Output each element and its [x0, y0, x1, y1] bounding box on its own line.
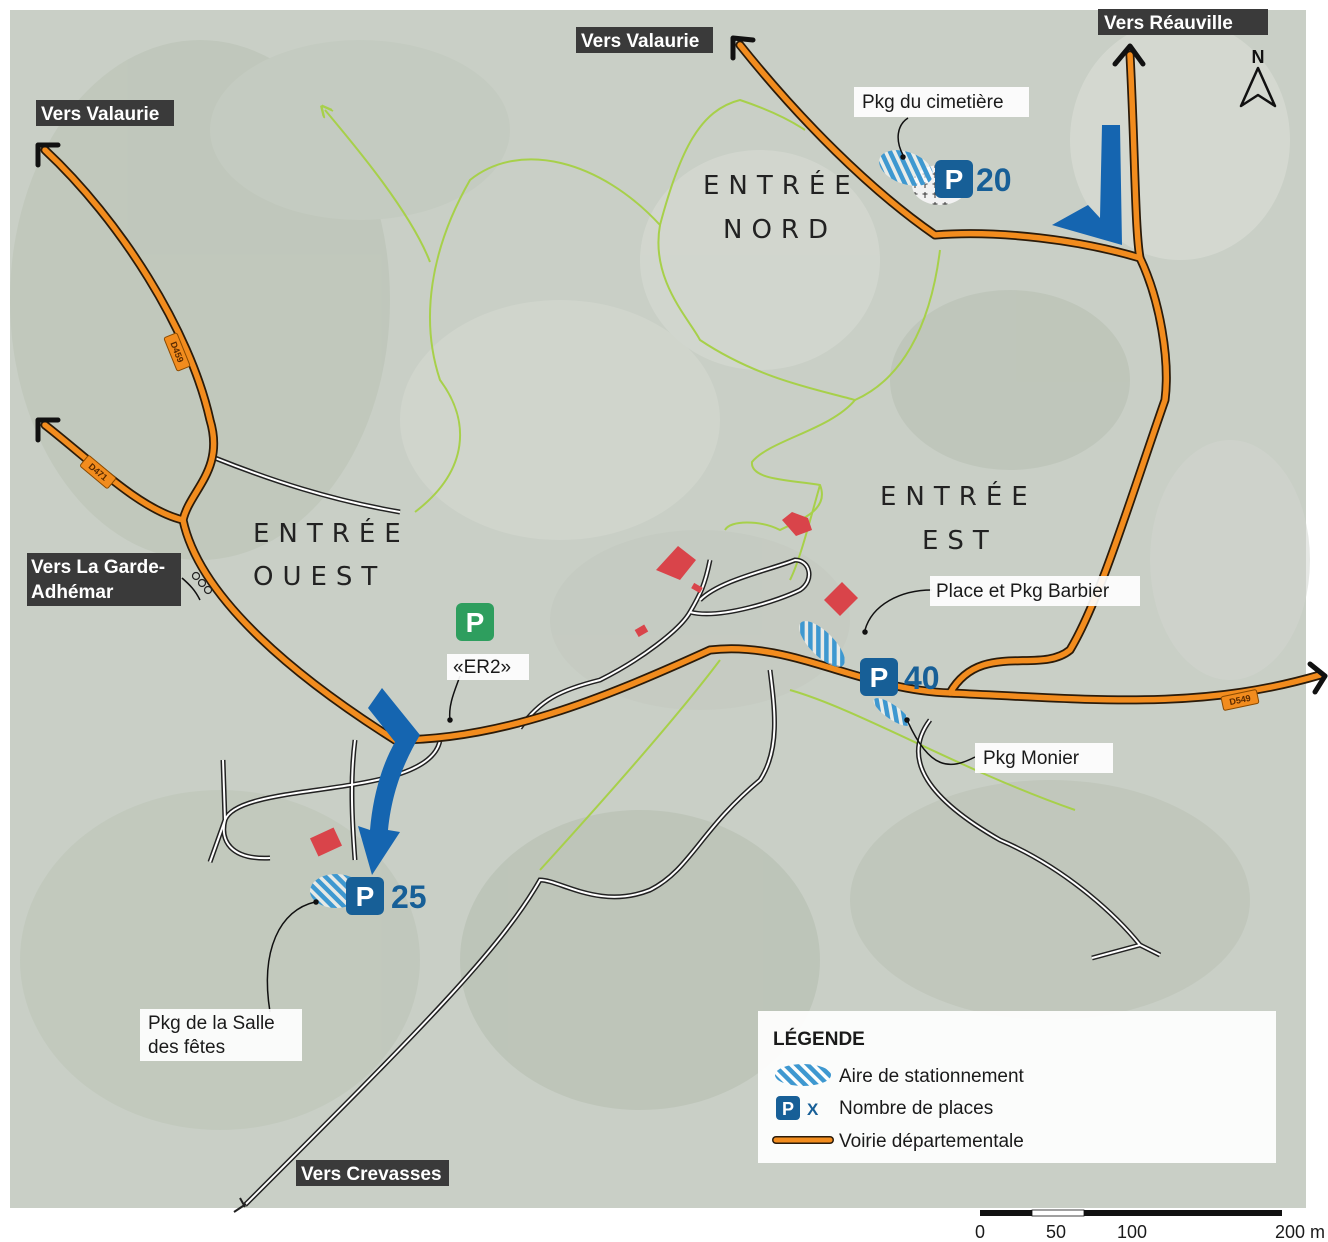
parking-letter: P [870, 662, 889, 693]
zone-est-line2: EST [922, 526, 998, 556]
parking-badges: P 20 P 40 P 25 P [346, 160, 1012, 915]
callout-lines [181, 117, 976, 1013]
scale-tick-100: 100 [1117, 1222, 1147, 1242]
walking-trails [325, 98, 1076, 871]
access-arrows [358, 125, 1122, 875]
parking-badge-salle: P 25 [346, 877, 427, 915]
legend-item-label: Voirie départementale [839, 1131, 1024, 1152]
parking-count-salle: 25 [391, 879, 427, 915]
parking-area-cimetiere [879, 150, 933, 186]
zone-ouest-line1: ENTRÉE [253, 517, 410, 549]
parking-count-icon [776, 1096, 800, 1120]
road-code-d549: D549 [1228, 693, 1251, 707]
hatched-area-icon [775, 1064, 831, 1086]
parking-count-cimetiere: 20 [976, 162, 1012, 198]
label-pkg-salle-line1: Pkg de la Salle [148, 1013, 275, 1034]
parking-letter: P [356, 881, 375, 912]
zone-nord-line1: ENTRÉE [703, 169, 860, 201]
label-vers-la-garde-line1: Vers La Garde- [31, 557, 165, 578]
parking-icon [935, 160, 973, 198]
arrow-west-entry-icon [358, 688, 420, 875]
parking-callouts: Pkg du cimetière Place et Pkg Barbier Pk… [140, 87, 1140, 1061]
parking-badge-barbier: P 40 [860, 658, 940, 696]
parking-count-barbier: 40 [904, 660, 940, 696]
label-vers-valaurie-west: Vers Valaurie [41, 104, 159, 125]
label-pkg-salle-line2: des fêtes [148, 1037, 225, 1058]
arrow-north-entry-icon [1052, 125, 1122, 245]
road-exit-arrows [35, 35, 1328, 695]
north-arrow-icon: N [1239, 47, 1277, 108]
legend: LÉGENDE Aire de stationnement P X Nombre… [758, 1011, 1276, 1163]
buildings [309, 512, 858, 857]
label-vers-valaurie-north: Vers Valaurie [581, 31, 699, 52]
la-garde-circles-icon [191, 571, 213, 595]
scale-bar: 0 50 100 200 m [975, 1209, 1325, 1242]
label-pkg-cimetiere: Pkg du cimetière [862, 92, 1004, 113]
parking-badge-er2: P [456, 603, 494, 641]
legend-p-symbol: P [782, 1099, 794, 1119]
arrow-vers-valaurie-lower-icon [35, 417, 61, 443]
scale-tick-50: 50 [1046, 1222, 1066, 1242]
arrow-vers-reauville-icon [1112, 43, 1146, 67]
parking-letter: P [466, 607, 485, 638]
parking-icon [860, 658, 898, 696]
label-pkg-barbier: Place et Pkg Barbier [936, 581, 1110, 602]
parking-er2-icon [456, 603, 494, 641]
scale-tick-0: 0 [975, 1222, 985, 1242]
label-vers-reauville: Vers Réauville [1104, 13, 1233, 34]
legend-title: LÉGENDE [773, 1028, 865, 1050]
label-pkg-monier: Pkg Monier [983, 748, 1080, 769]
arrow-vers-valaurie-west-icon [35, 142, 61, 168]
direction-labels: Vers Valaurie Vers Valaurie Vers Réauvil… [27, 9, 1268, 1186]
arrow-vers-valaurie-north-icon [730, 35, 756, 61]
label-er2: «ER2» [453, 657, 511, 678]
zone-est-line1: ENTRÉE [880, 480, 1037, 512]
zone-labels: ENTRÉE NORD ENTRÉE OUEST ENTRÉE EST [253, 169, 1037, 592]
legend-item-label: Nombre de places [839, 1098, 993, 1119]
label-vers-crevasses: Vers Crevasses [301, 1164, 442, 1185]
north-letter: N [1252, 47, 1265, 67]
legend-x-suffix: X [807, 1100, 819, 1119]
departmental-roads [40, 40, 1325, 745]
parking-area-barbier [799, 621, 845, 667]
zone-ouest-line2: OUEST [253, 562, 386, 592]
parking-area-monier [873, 698, 911, 726]
parking-letter: P [945, 164, 964, 195]
zone-nord-line2: NORD [723, 215, 837, 245]
arrow-d549-east-icon [1307, 661, 1328, 695]
label-vers-la-garde-line2: Adhémar [31, 582, 114, 603]
parking-badge-cimetiere: P 20 [935, 160, 1012, 198]
parking-icon [346, 877, 384, 915]
local-roads [207, 455, 1162, 1213]
legend-item-label: Aire de stationnement [839, 1066, 1025, 1087]
scale-tick-200: 200 m [1275, 1222, 1325, 1242]
